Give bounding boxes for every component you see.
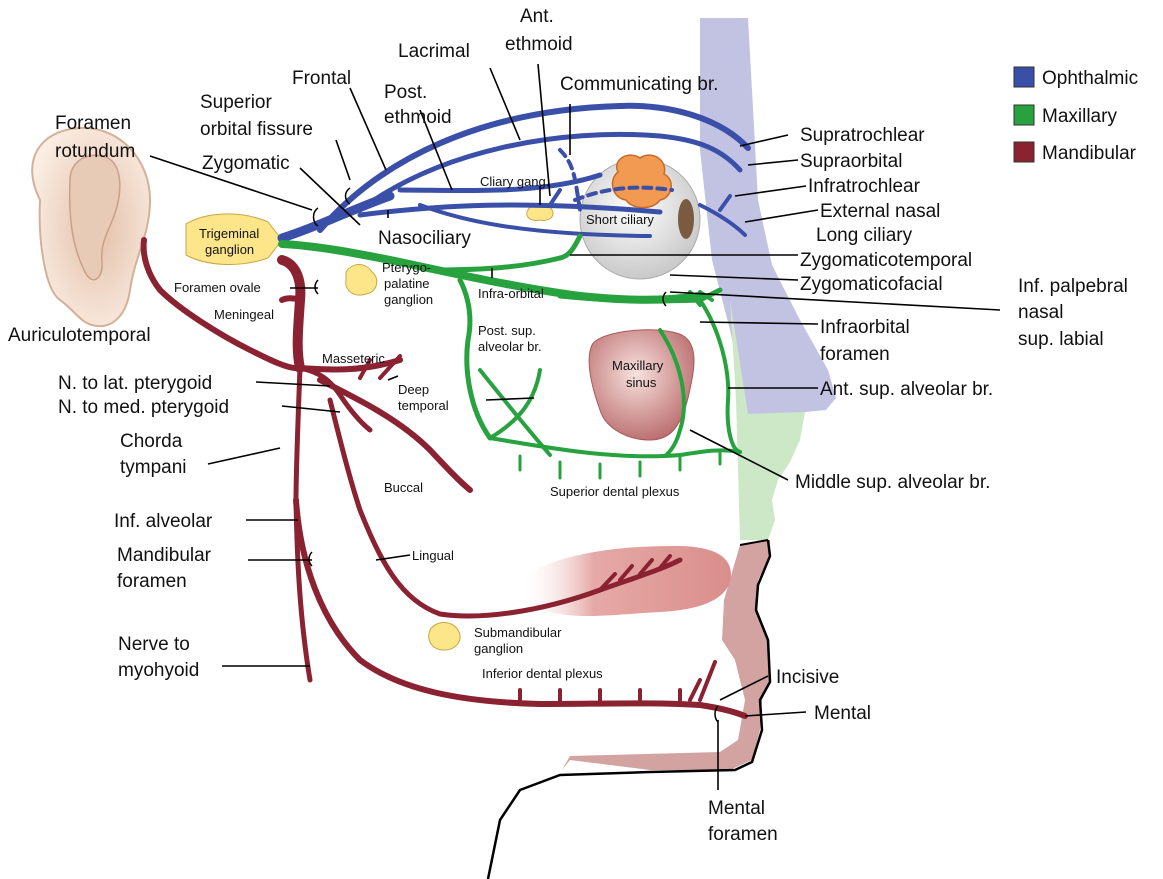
label-infra-orbital: Infra-orbital: [478, 286, 544, 301]
label-n-lat-pterygoid: N. to lat. pterygoid: [58, 373, 212, 394]
legend-label-mandibular: Mandibular: [1042, 143, 1137, 164]
label-mandibular-foramen-2: foramen: [117, 571, 187, 592]
label-ant-ethmoid-2: ethmoid: [505, 34, 573, 55]
label-post-sup-alveolar: Post. sup.: [478, 323, 536, 338]
label-mental-foramen-2: foramen: [708, 824, 778, 845]
cornea: [678, 199, 694, 239]
label-maxillary-sinus-2: sinus: [626, 375, 657, 390]
label-superior-dental-plexus: Superior dental plexus: [550, 484, 680, 499]
label-deep-temporal: Deep: [398, 382, 429, 397]
label-n-med-pterygoid: N. to med. pterygoid: [58, 397, 229, 418]
label-zygomatic: Zygomatic: [202, 153, 290, 174]
label-pterygo-2: palatine: [384, 276, 430, 291]
label-infraorbital-foramen: Infraorbital: [820, 317, 910, 338]
label-trigeminal-2: ganglion: [205, 242, 254, 257]
label-sup-orbital-fissure: Superior: [200, 92, 272, 113]
label-mandibular-foramen: Mandibular: [117, 545, 212, 566]
label-short-ciliary: Short ciliary: [586, 212, 654, 227]
label-sup-labial: sup. labial: [1018, 329, 1104, 350]
pterygopalatine-ganglion: [346, 265, 377, 296]
label-incisive: Incisive: [776, 667, 839, 688]
label-post-ethmoid: Post.: [384, 82, 427, 103]
label-inf-palpebral: Inf. palpebral: [1018, 276, 1128, 297]
label-post-sup-alveolar-2: alveolar br.: [478, 339, 542, 354]
legend-label-ophthalmic: Ophthalmic: [1042, 68, 1138, 89]
label-lacrimal: Lacrimal: [398, 41, 470, 62]
label-inf-alveolar: Inf. alveolar: [114, 511, 213, 532]
legend-swatch-mandibular: [1014, 142, 1034, 162]
label-submandibular: Submandibular: [474, 625, 562, 640]
label-pterygo-3: ganglion: [384, 292, 433, 307]
label-supratrochlear: Supratrochlear: [800, 125, 925, 146]
label-inferior-dental-plexus: Inferior dental plexus: [482, 666, 603, 681]
label-chorda: Chorda: [120, 431, 183, 452]
label-buccal: Buccal: [384, 480, 423, 495]
legend: Ophthalmic Maxillary Mandibular: [1014, 67, 1138, 164]
label-infratrochlear: Infratrochlear: [808, 176, 921, 197]
label-ant-sup-alveolar: Ant. sup. alveolar br.: [820, 379, 993, 400]
legend-label-maxillary: Maxillary: [1042, 106, 1117, 127]
label-pterygo: Pterygo-: [382, 260, 431, 275]
label-ciliary-gang: Cliary gang.: [480, 174, 549, 189]
label-masseteric: Masseteric: [322, 351, 385, 366]
label-nerve-myohyoid-2: myohyoid: [118, 660, 199, 681]
label-nasal: nasal: [1018, 302, 1063, 323]
label-external-nasal: External nasal: [820, 201, 940, 222]
label-post-ethmoid-2: ethmoid: [384, 107, 452, 128]
label-foramen-rotundum-2: rotundum: [55, 141, 135, 162]
label-deep-temporal-2: temporal: [398, 398, 449, 413]
legend-swatch-ophthalmic: [1014, 67, 1034, 87]
label-communicating: Communicating br.: [560, 74, 718, 95]
label-nasociliary: Nasociliary: [378, 228, 471, 249]
label-frontal: Frontal: [292, 68, 351, 89]
label-auriculotemporal: Auriculotemporal: [8, 325, 151, 346]
label-zygomaticofacial: Zygomaticofacial: [800, 274, 943, 295]
labels: Ant. ethmoid Lacrimal Communicating br. …: [8, 6, 1128, 845]
label-nerve-myohyoid: Nerve to: [118, 634, 190, 655]
label-foramen-ovale: Foramen ovale: [174, 280, 261, 295]
label-long-ciliary: Long ciliary: [816, 225, 913, 246]
label-mental: Mental: [814, 703, 871, 724]
label-zygomaticotemporal: Zygomaticotemporal: [800, 250, 972, 271]
label-maxillary-sinus: Maxillary: [612, 358, 664, 373]
label-middle-sup-alveolar: Middle sup. alveolar br.: [795, 472, 990, 493]
label-infraorbital-foramen-2: foramen: [820, 344, 890, 365]
label-sup-orbital-fissure-2: orbital fissure: [200, 119, 313, 140]
label-chorda-2: tympani: [120, 457, 187, 478]
label-trigeminal: Trigeminal: [199, 226, 259, 241]
label-submandibular-2: ganglion: [474, 641, 523, 656]
label-meningeal: Meningeal: [214, 307, 274, 322]
label-ant-ethmoid: Ant.: [520, 6, 554, 27]
submandibular-ganglion: [429, 623, 460, 651]
label-supraorbital: Supraorbital: [800, 151, 902, 172]
legend-swatch-maxillary: [1014, 105, 1034, 125]
label-lingual: Lingual: [412, 548, 454, 563]
label-foramen-rotundum: Foramen: [55, 113, 131, 134]
label-mental-foramen: Mental: [708, 798, 765, 819]
